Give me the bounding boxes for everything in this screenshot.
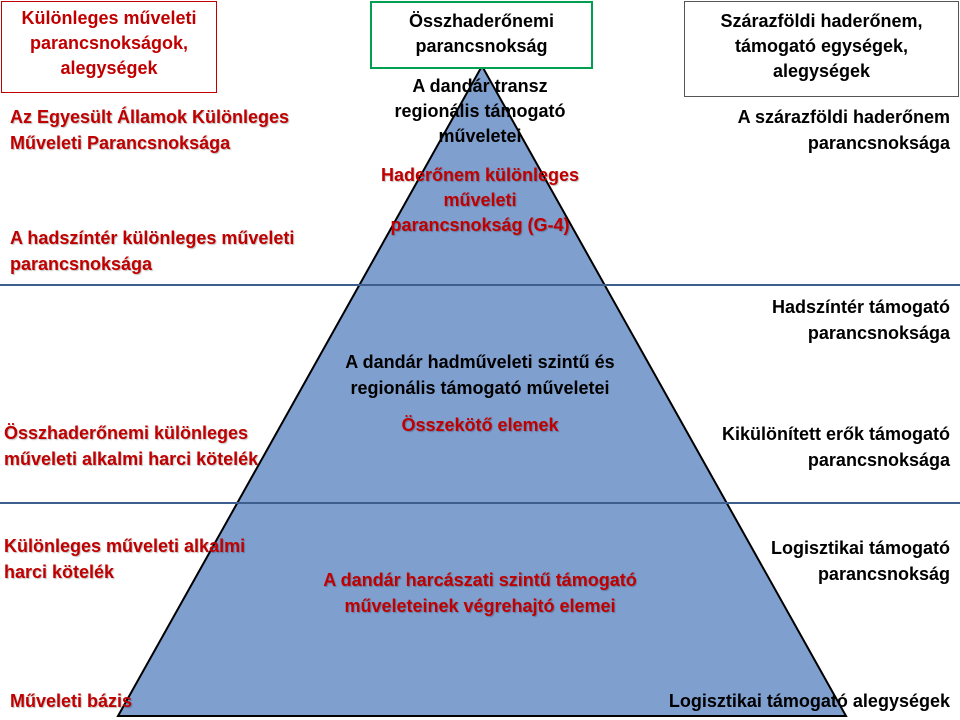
pyramid-middle-liaison: Összekötő elemek [280, 412, 680, 438]
left-label-us-socom-line2: Műveleti Parancsnoksága [10, 133, 231, 153]
pyramid-middle-operations-line2: regionális támogató műveletei [350, 378, 610, 398]
right-label-land-command-line2: parancsnoksága [807, 133, 950, 153]
right-label-theater-support: Hadszíntér támogató parancsnoksága [772, 294, 950, 346]
header-box-special-ops-line2: parancsnokságok, [29, 33, 189, 53]
left-label-sotf-line2: harci kötelék [4, 562, 115, 582]
pyramid-bottom-elements: A dandár harcászati szintű támogató műve… [260, 567, 700, 619]
pyramid-top-command-line1: Haderőnem különleges [380, 165, 580, 185]
header-box-special-ops-line1: Különleges műveleti [21, 8, 197, 28]
pyramid-top-operations-line2: regionális támogató [394, 101, 566, 121]
pyramid-top-operations: A dandár transz regionális támogató műve… [330, 74, 630, 149]
left-label-us-socom-line1: Az Egyesült Államok Különleges [10, 107, 290, 127]
right-label-theater-support-line1: Hadszíntér támogató [771, 297, 950, 317]
left-label-sotf: Különleges műveleti alkalmi harci kötelé… [4, 533, 245, 585]
left-label-jsotf: Összhaderőnemi különleges műveleti alkal… [4, 420, 258, 472]
pyramid-middle-operations: A dandár hadműveleti szintű és regionáli… [280, 349, 680, 401]
pyramid-top-command-line2: műveleti [443, 190, 517, 210]
pyramid-middle-liaison-line1: Összekötő elemek [401, 415, 559, 435]
pyramid-bottom-elements-line1: A dandár harcászati szintű támogató [323, 570, 637, 590]
right-label-logistic-command-line2: parancsnokság [817, 564, 950, 584]
header-box-land-forces: Szárazföldi haderőnem, támogató egységek… [684, 1, 959, 97]
right-label-logistic-command: Logisztikai támogató parancsnokság [771, 535, 950, 587]
header-box-joint-command-line2: parancsnokság [415, 36, 548, 56]
header-box-land-forces-line3: alegységek [772, 61, 871, 81]
header-box-special-ops-line3: alegységek [60, 58, 158, 78]
pyramid-bottom-elements-line2: műveleteinek végrehajtó elemei [344, 596, 616, 616]
pyramid-top-command-line3: parancsnokság (G-4) [390, 215, 570, 235]
left-label-operations-base: Műveleti bázis [10, 688, 132, 714]
right-label-land-command-line1: A szárazföldi haderőnem [737, 107, 950, 127]
header-box-joint-command-line1: Összhaderőnemi [408, 11, 555, 31]
right-label-detached-support-line2: parancsnoksága [807, 450, 950, 470]
pyramid-shape [116, 63, 848, 717]
header-box-joint-command: Összhaderőnemi parancsnokság [370, 1, 593, 69]
left-label-operations-base-line1: Műveleti bázis [10, 691, 133, 711]
header-box-land-forces-line1: Szárazföldi haderőnem, [720, 11, 923, 31]
right-label-logistic-units: Logisztikai támogató alegységek [669, 688, 950, 714]
tier-divider-upper [0, 284, 960, 286]
pyramid-middle-operations-line1: A dandár hadműveleti szintű és [345, 352, 615, 372]
right-label-logistic-units-line1: Logisztikai támogató alegységek [668, 691, 950, 711]
pyramid-top-operations-line3: műveletei [438, 126, 522, 146]
right-label-detached-support-line1: Kikülönített erők támogató [721, 424, 950, 444]
left-label-jsotf-line2: műveleti alkalmi harci kötelék [4, 449, 259, 469]
left-label-theater-soc-line1: A hadszíntér különleges műveleti [10, 228, 295, 248]
tier-divider-lower [0, 502, 960, 504]
left-label-theater-soc-line2: parancsnoksága [10, 254, 153, 274]
right-label-theater-support-line2: parancsnoksága [807, 323, 950, 343]
left-label-jsotf-line1: Összhaderőnemi különleges [4, 423, 249, 443]
right-label-detached-support: Kikülönített erők támogató parancsnokság… [722, 421, 950, 473]
left-label-theater-soc: A hadszíntér különleges műveleti parancs… [10, 225, 294, 277]
header-box-land-forces-line2: támogató egységek, [734, 36, 909, 56]
header-box-special-ops: Különleges műveleti parancsnokságok, ale… [1, 1, 217, 93]
left-label-sotf-line1: Különleges műveleti alkalmi [4, 536, 246, 556]
pyramid-top-command: Haderőnem különleges műveleti parancsnok… [330, 163, 630, 238]
right-label-logistic-command-line1: Logisztikai támogató [770, 538, 950, 558]
left-label-us-socom: Az Egyesült Államok Különleges Műveleti … [10, 104, 289, 156]
right-label-land-command: A szárazföldi haderőnem parancsnoksága [738, 104, 950, 156]
pyramid-top-operations-line1: A dandár transz [412, 76, 548, 96]
